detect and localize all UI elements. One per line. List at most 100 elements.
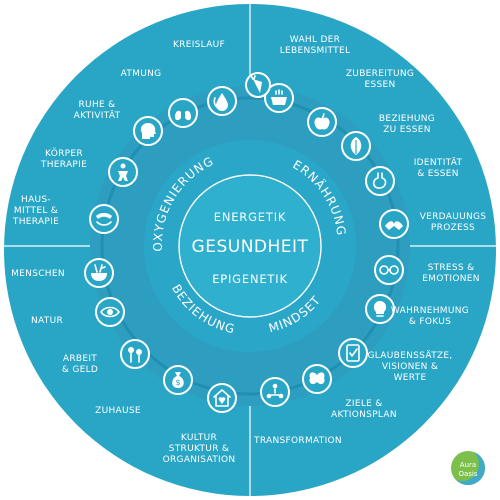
node-people-network	[260, 377, 290, 407]
label-line: ZIELE &	[345, 399, 382, 409]
people-network-icon	[266, 383, 284, 399]
glasses-icon	[379, 265, 399, 275]
label-line: NATUR	[31, 316, 63, 326]
butterfly-icon	[309, 372, 325, 385]
label-droplet: KREISLAUF	[173, 40, 225, 50]
label-line: MITTEL &	[14, 206, 58, 216]
label-line: IDENTITÄT	[414, 157, 463, 168]
label-person-head: RUHE &AKTIVITÄT	[74, 100, 121, 121]
label-butterfly: ZIELE &AKTIONSPLAN	[331, 399, 397, 420]
label-line: HAUS-	[21, 195, 51, 205]
label-line: VISIONEN &	[382, 362, 438, 372]
node-apple	[307, 107, 337, 137]
label-line: ZUHAUSE	[95, 406, 141, 416]
node-mortar-herbs	[84, 258, 114, 288]
label-line: BEZIEHUNG	[379, 114, 435, 124]
label-line: WAHRNEHMUNG	[391, 306, 469, 316]
label-line: KÖRPER	[45, 148, 83, 159]
label-line: & GELD	[62, 365, 98, 375]
eye-icon	[100, 306, 120, 318]
node-glasses	[374, 255, 404, 285]
label-mortar-herbs: MENSCHEN	[11, 269, 65, 279]
carrots-icon	[250, 75, 262, 93]
node-circle	[168, 98, 198, 128]
label-lungs: ATMUNG	[121, 69, 162, 79]
node-house-heart	[207, 383, 237, 413]
label-line: THERAPIE	[12, 217, 59, 227]
label-massage-hands: HAUS-MITTEL &THERAPIE	[12, 195, 59, 227]
node-body-figure	[108, 157, 138, 187]
label-line: GLAUBENSSÄTZE,	[368, 350, 453, 361]
node-massage-hands	[89, 204, 119, 234]
label-line: STRESS &	[428, 263, 475, 273]
label-line: ORGANISATION	[163, 455, 236, 465]
label-flowers: ARBEIT& GELD	[62, 354, 98, 375]
label-line: ZU ESSEN	[383, 125, 431, 135]
label-line: & FOKUS	[409, 317, 451, 327]
node-lungs	[168, 98, 198, 128]
cooking-pot-icon	[271, 89, 287, 105]
body-figure-icon	[118, 163, 128, 181]
core-title: GESUNDHEIT	[192, 237, 309, 257]
label-line: AKTIONSPLAN	[331, 410, 397, 420]
node-circle	[338, 338, 368, 368]
svg-text:$: $	[175, 378, 180, 387]
label-line: MENSCHEN	[11, 269, 65, 279]
node-money-bag: $	[163, 365, 193, 395]
label-line: KULTUR	[181, 433, 217, 443]
node-holding-hands	[379, 209, 409, 239]
lungs-icon	[175, 106, 191, 121]
person-head-icon	[140, 123, 156, 139]
label-people-network: TRANSFORMATION	[253, 436, 342, 446]
label-line: WERTE	[394, 373, 427, 383]
label-eye: NATUR	[31, 316, 63, 326]
label-line: AKTIVITÄT	[74, 110, 121, 121]
node-circle	[365, 166, 395, 196]
logo-line2: Oasis	[458, 470, 478, 478]
label-line: STRUKTUR &	[169, 444, 229, 454]
stomach-icon	[372, 172, 387, 189]
label-line: RUHE &	[79, 100, 116, 110]
money-bag-icon: $	[172, 372, 184, 388]
node-circle	[89, 204, 119, 234]
node-cooking-pot	[264, 83, 294, 113]
leaf-icon	[350, 137, 362, 155]
label-line: WAHL DER	[290, 35, 340, 45]
node-eye	[95, 297, 125, 327]
node-flowers	[120, 339, 150, 369]
label-line: EMOTIONEN	[422, 274, 480, 284]
label-line: PROZESS	[431, 223, 475, 233]
node-carrots	[245, 72, 271, 98]
node-ring	[100, 96, 400, 396]
label-line: ESSEN	[364, 80, 395, 90]
label-line: ARBEIT	[63, 354, 97, 364]
label-checklist: GLAUBENSSÄTZE,VISIONEN &WERTE	[368, 350, 453, 383]
label-line: KREISLAUF	[173, 40, 225, 50]
node-butterfly	[302, 364, 332, 394]
core-ring-line	[178, 174, 322, 318]
aura-oasis-logo: Aura Oasis	[451, 451, 485, 485]
node-person-head	[133, 116, 163, 146]
node-stomach	[365, 166, 395, 196]
label-line: & ESSEN	[417, 169, 459, 179]
lightbulb-icon	[373, 301, 387, 317]
core-disc	[180, 176, 320, 316]
node-circle	[120, 339, 150, 369]
label-line: ZUBEREITUNG	[346, 69, 414, 79]
checklist-icon	[346, 344, 360, 362]
logo-line1: Aura	[459, 461, 477, 469]
droplet-icon	[213, 93, 228, 111]
label-line: THERAPIE	[40, 160, 87, 170]
massage-hands-icon	[96, 213, 112, 226]
label-lightbulb: WAHRNEHMUNG& FOKUS	[391, 306, 469, 327]
label-stomach: IDENTITÄT& ESSEN	[414, 157, 463, 179]
flowers-icon	[128, 347, 142, 363]
label-line: LEBENSMITTEL	[280, 46, 351, 56]
